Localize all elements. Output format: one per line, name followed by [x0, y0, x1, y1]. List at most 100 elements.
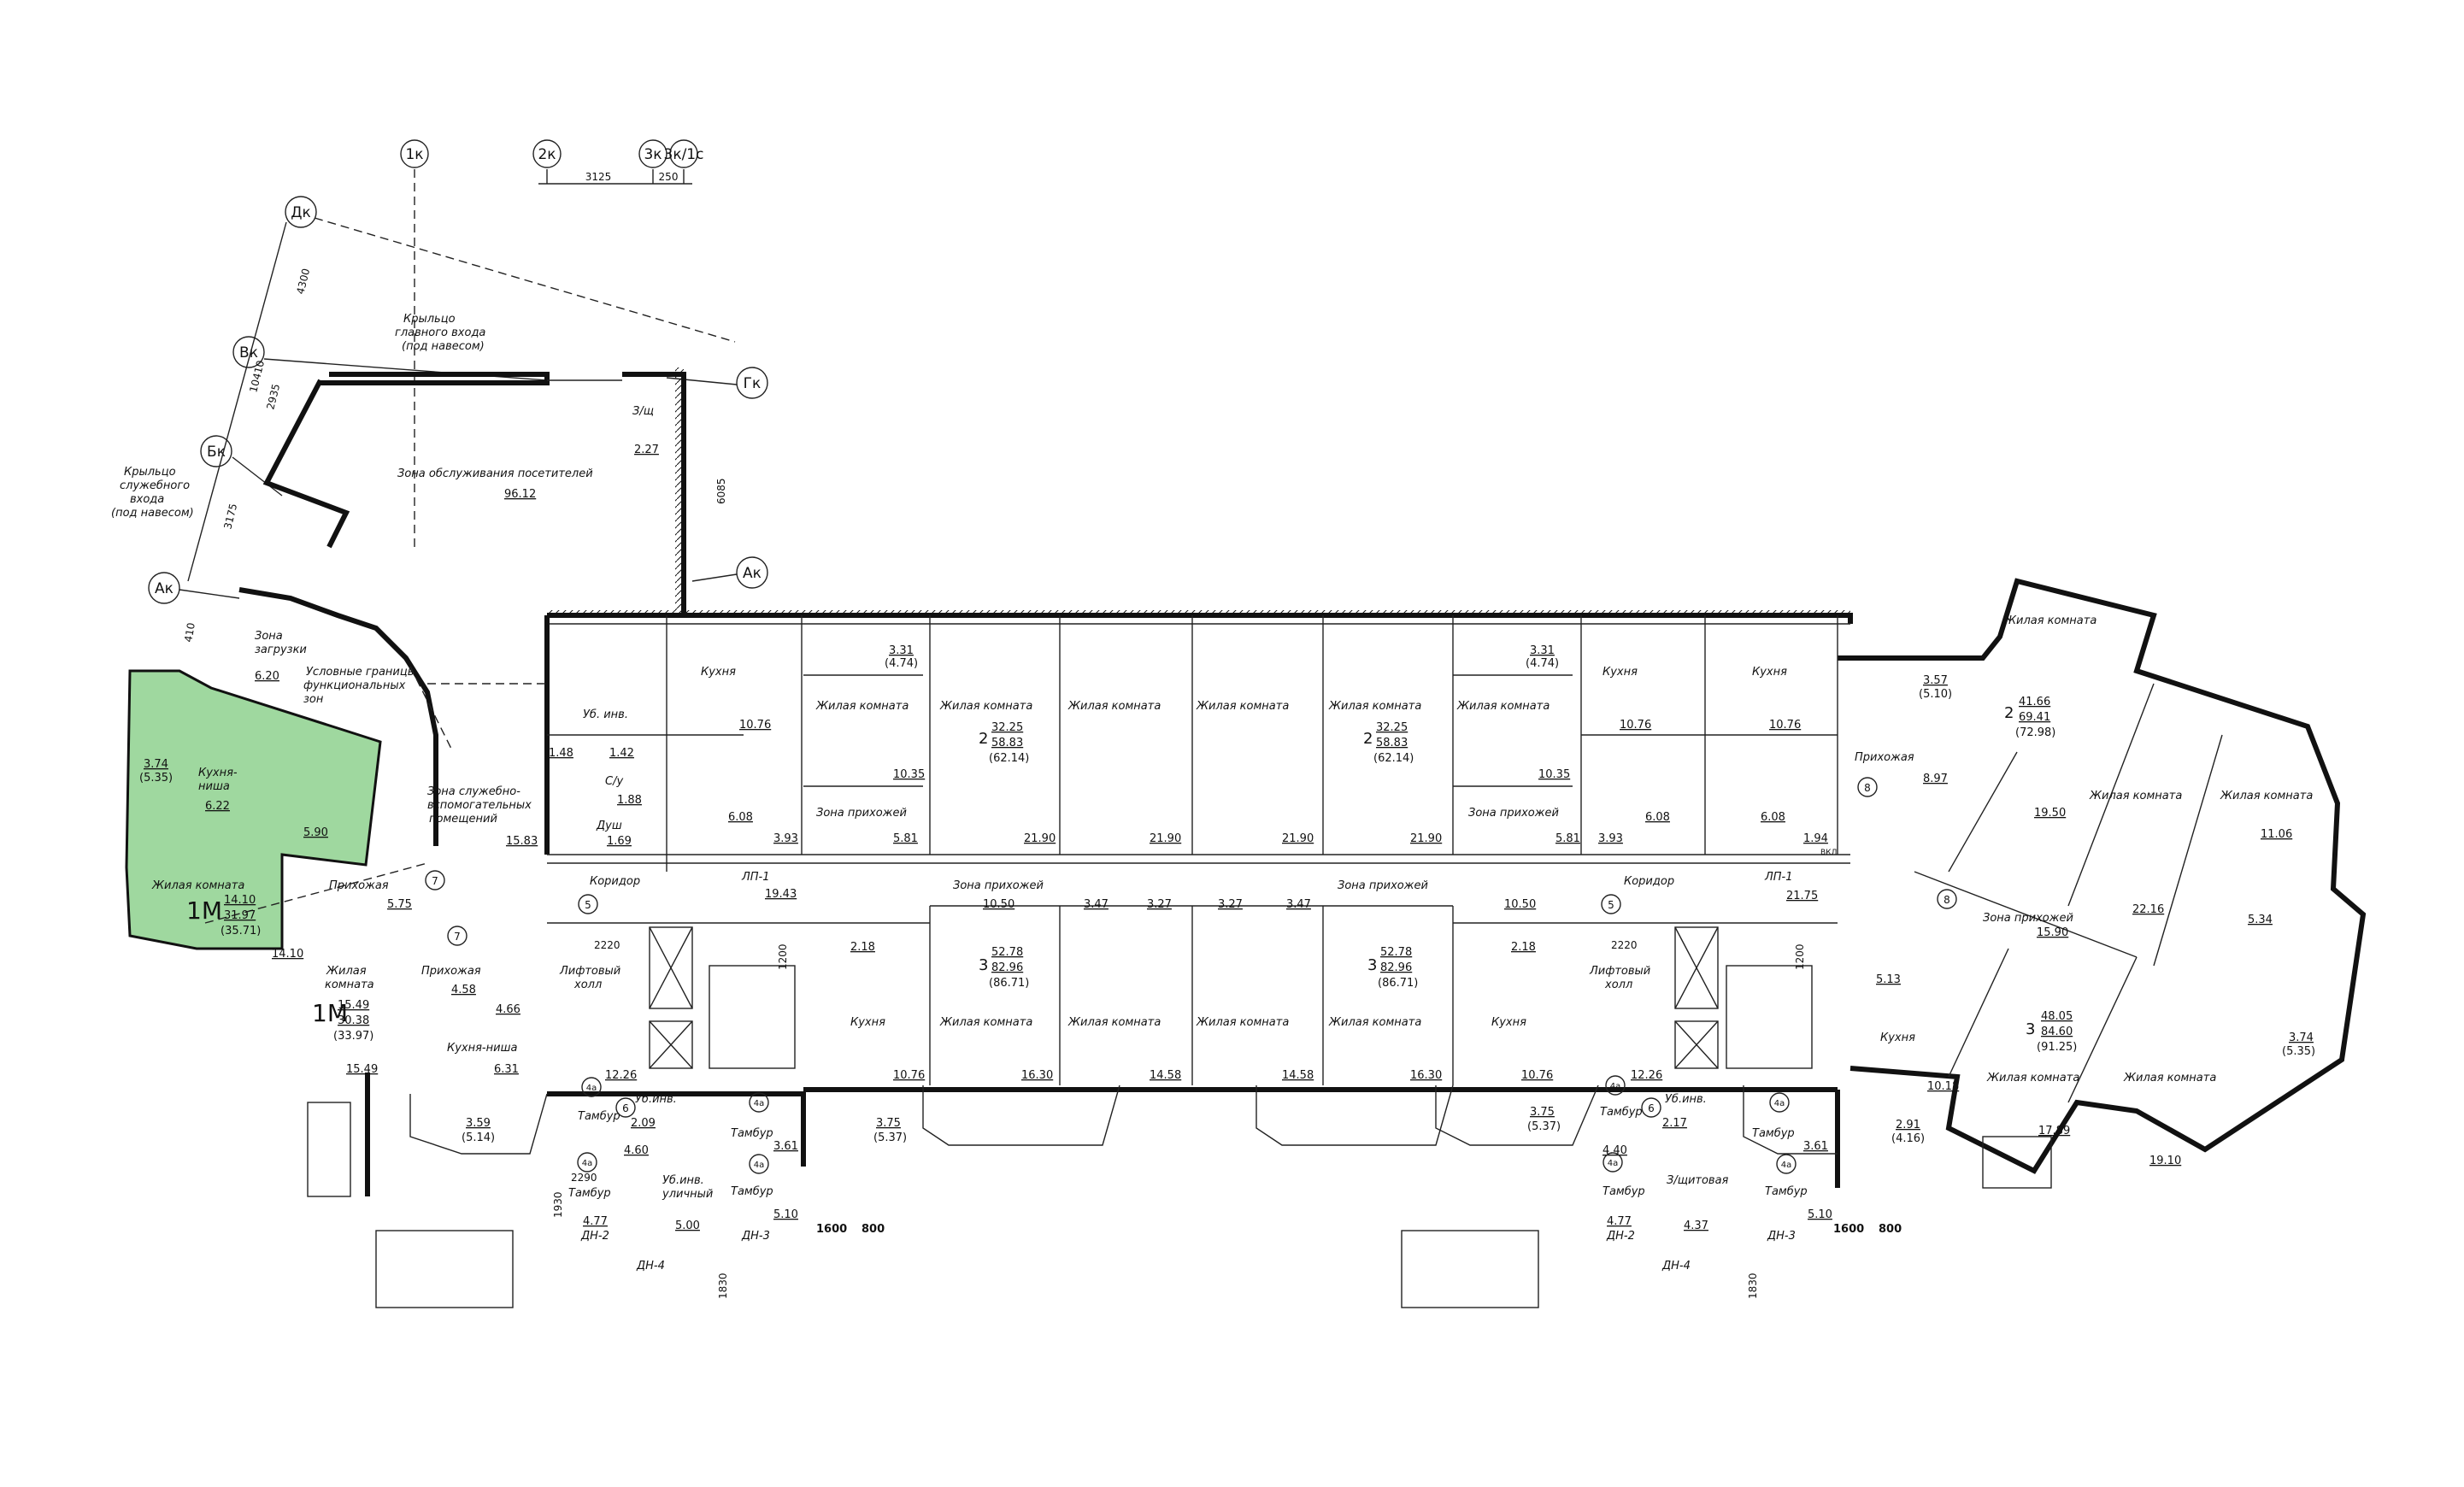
staircases	[307, 965, 2052, 1308]
callout-4a-8: 4а	[1781, 1161, 1792, 1170]
lift-shafts	[649, 926, 1719, 1069]
apt-b-type: 3	[979, 956, 988, 974]
a393-1: 3.93	[773, 832, 798, 845]
tambur-a2: Тамбур	[731, 1127, 773, 1140]
dn2-a: ДН-2	[580, 1230, 609, 1243]
ub-street-2: уличный	[662, 1188, 713, 1201]
apt-c-total: 69.41	[2019, 711, 2050, 724]
zu-area: 2.27	[634, 444, 659, 456]
a169: 1.69	[607, 835, 632, 848]
hallway-c: Прихожая	[1855, 751, 1914, 764]
apt-b2-type: 3	[1367, 956, 1377, 974]
cu: С/у	[605, 775, 623, 788]
a327-2: 3.27	[1218, 898, 1243, 911]
living-9: Жилая комната	[1196, 1016, 1289, 1029]
axis-ak: Ак	[155, 580, 173, 597]
axis-gk: Гк	[744, 375, 762, 392]
porch-main-1: Крыльцо	[403, 313, 456, 326]
a460: 4.60	[624, 1144, 649, 1157]
a590: 5.90	[303, 826, 328, 839]
a374: 3.74	[144, 758, 168, 771]
tambur-b1: Тамбур	[1600, 1106, 1643, 1119]
apt1-type: 1М	[186, 896, 222, 925]
porch-service-2: служебного	[120, 479, 190, 492]
living-6: Жилая комната	[1456, 700, 1550, 713]
service-area: 15.83	[506, 835, 538, 848]
center-labels: Кухня 10.76 3.31 (4.74) Жилая комната 10…	[701, 644, 1837, 1144]
dim-1830-b: 1830	[1747, 1272, 1759, 1299]
living-2: Жилая комната	[939, 700, 1032, 713]
a194: 1.94	[1803, 832, 1828, 845]
apt-b-total: 82.96	[991, 961, 1023, 974]
kitchen-niche-2: ниша	[198, 780, 230, 793]
a535: (5.35)	[139, 772, 173, 785]
kitchen-c: Кухня	[1880, 1031, 1915, 1044]
a148: 1.48	[549, 747, 573, 760]
dim-2935: 2935	[264, 383, 282, 411]
dim-1830-a: 1830	[717, 1272, 729, 1299]
a477-b: 4.77	[1607, 1215, 1632, 1228]
a347-2: 3.47	[1286, 898, 1311, 911]
axis-3k-1s: 3к/1с	[664, 146, 704, 163]
a1789: 17.89	[2038, 1125, 2070, 1137]
living-1: Жилая комната	[815, 700, 909, 713]
a1050-2: 10.50	[1504, 898, 1536, 911]
a474-2: (4.74)	[1526, 657, 1559, 670]
a581-1: 5.81	[893, 832, 918, 845]
callout-4a-3: 4а	[582, 1159, 593, 1168]
corridor-b: Коридор	[1624, 875, 1674, 888]
a1076-5: 10.76	[1521, 1069, 1553, 1082]
a622: 6.22	[205, 800, 230, 813]
ub-inv: Уб. инв.	[583, 708, 628, 721]
callout-4a-2: 4а	[754, 1099, 765, 1108]
a416: (4.16)	[1891, 1132, 1925, 1145]
a375-2: 3.75	[1530, 1106, 1555, 1119]
a608-1: 6.08	[728, 811, 753, 824]
lift-hall-2: холл	[573, 979, 602, 991]
kitchen-5: Кухня	[1491, 1016, 1526, 1029]
dim-1600-a: 1600	[816, 1223, 847, 1236]
a1226: 12.26	[605, 1069, 637, 1082]
a1018: 10.18	[1927, 1080, 1959, 1093]
callout-4a-1: 4а	[586, 1084, 597, 1093]
axis-markers: 1к 2к 3к 3к/1с Дк Вк Бк Ак Гк Ак	[148, 139, 768, 604]
apt-b-living: 52.78	[991, 946, 1023, 959]
interior-walls	[204, 615, 2223, 1103]
dim-2220-b: 2220	[1611, 939, 1638, 951]
living-8: Жилая комната	[1067, 1016, 1161, 1029]
a1076-3: 10.76	[1769, 719, 1801, 732]
a537-2: (5.37)	[1527, 1120, 1561, 1133]
a209: 2.09	[631, 1117, 656, 1130]
apt-a-type: 2	[979, 730, 988, 748]
dn4-a: ДН-4	[636, 1260, 665, 1272]
apt-b2-full: (86.71)	[1378, 977, 1418, 990]
apt-b-full: (86.71)	[989, 977, 1029, 990]
dim-2290: 2290	[571, 1172, 597, 1184]
a361-b: 3.61	[1803, 1140, 1828, 1153]
kitchen-2: Кухня	[1602, 666, 1638, 679]
a575: 5.75	[387, 898, 412, 911]
highlighted-apartment[interactable]	[125, 669, 382, 950]
a1943: 19.43	[765, 888, 797, 901]
living-3: Жилая комната	[1067, 700, 1161, 713]
tambur-b3: Тамбур	[1602, 1185, 1645, 1198]
a347-1: 3.47	[1084, 898, 1109, 911]
porch-main-2: главного входа	[395, 326, 485, 339]
a1458-1: 14.58	[1150, 1069, 1181, 1082]
callout-8b: 8	[1944, 894, 1950, 906]
a142: 1.42	[609, 747, 634, 760]
a188: 1.88	[617, 794, 642, 807]
callout-7b: 7	[454, 931, 461, 943]
callout-4a-7: 4а	[1608, 1159, 1619, 1168]
tambur-a4: Тамбур	[731, 1185, 773, 1198]
living-c1: Жилая комната	[2003, 614, 2096, 627]
axis-bk: Бк	[207, 444, 226, 461]
ub-street-1: Уб.инв.	[662, 1174, 704, 1187]
apt1-living: 14.10	[224, 894, 256, 907]
a1076-1: 10.76	[739, 719, 771, 732]
living-1m-a: Жилая комната	[151, 879, 244, 892]
corridor-a: Коридор	[590, 875, 640, 888]
kitchen-4: Кухня	[850, 1016, 885, 1029]
a1035-2: 10.35	[1538, 768, 1570, 781]
